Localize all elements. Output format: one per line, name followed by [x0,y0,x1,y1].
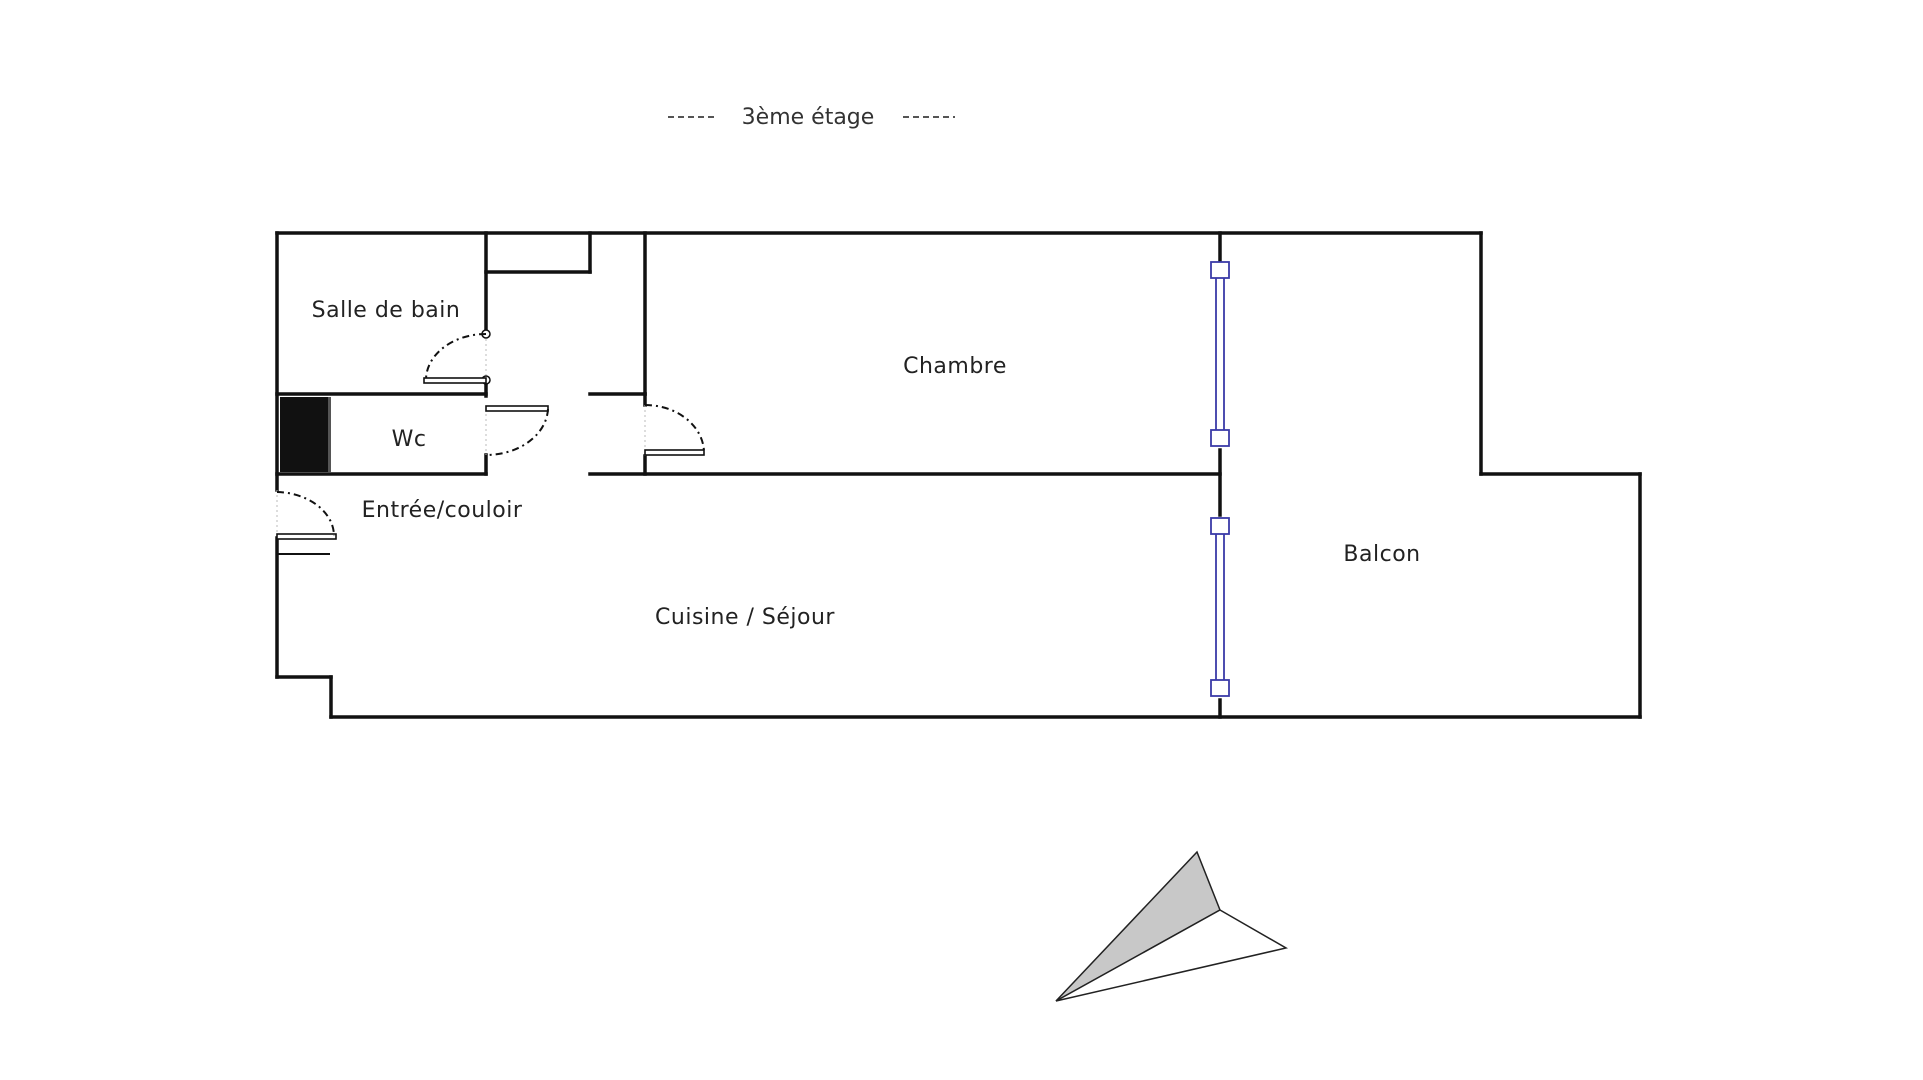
room-label-balcony: Balcon [1343,542,1420,567]
room-label-bathroom: Salle de bain [312,298,461,323]
wc-cistern [280,397,329,472]
door-wc[interactable] [485,405,549,457]
window-bedroom [1210,261,1230,447]
floor-label: 3ème étage [742,105,875,130]
door-entrance[interactable] [276,490,337,555]
north-arrow-icon [1055,850,1289,1002]
door-bathroom[interactable] [423,329,491,385]
room-label-living: Cuisine / Séjour [655,605,835,630]
room-label-wc: Wc [392,427,427,452]
door-bedroom[interactable] [644,404,705,456]
wc-cistern-edge [328,397,331,472]
window-living [1210,517,1230,697]
exterior-walls [275,231,1642,719]
floor-title: 3ème étage [668,105,955,130]
room-label-bedroom: Chambre [903,354,1007,379]
room-label-hallway: Entrée/couloir [362,498,523,523]
